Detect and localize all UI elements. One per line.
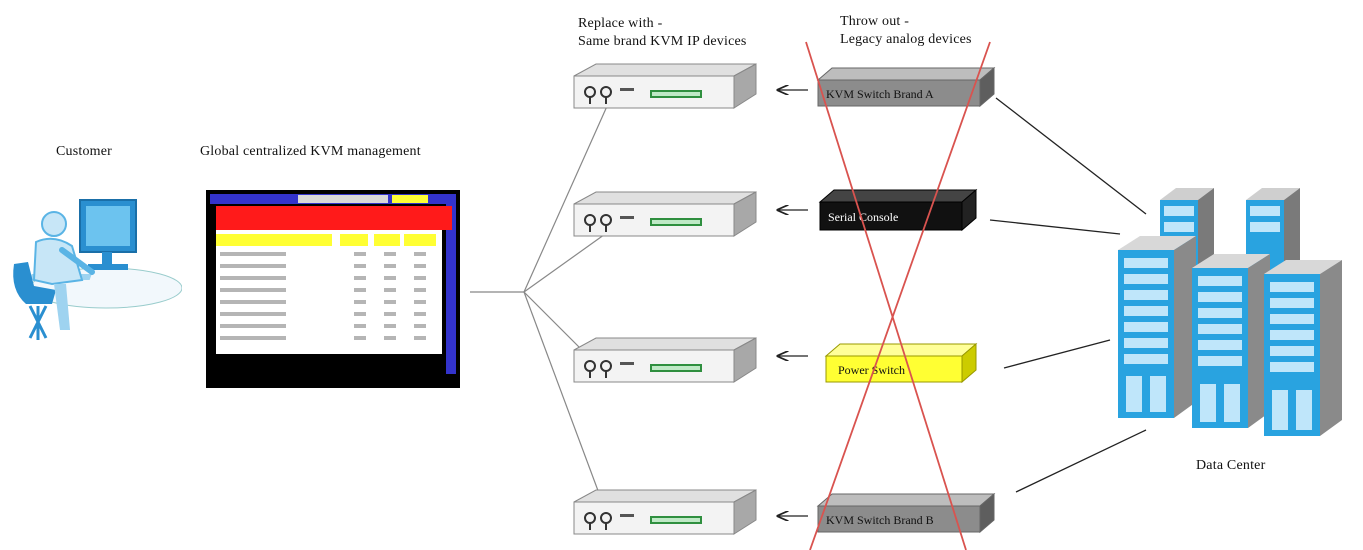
replace-label-line2: Same brand KVM IP devices xyxy=(578,34,747,49)
legacy-device-label: Serial Console xyxy=(828,210,898,224)
kvm-ip-device-icon xyxy=(573,489,757,535)
kvm-ip-device-icon xyxy=(573,191,757,237)
legacy-device-power-switch: Power Switch xyxy=(824,342,978,384)
management-console-screen xyxy=(206,190,460,388)
global-management-label: Global centralized KVM management xyxy=(200,144,421,159)
kvm-ip-device-icon xyxy=(573,337,757,383)
legacy-device-label: Power Switch xyxy=(838,363,905,377)
throw-out-label-line2: Legacy analog devices xyxy=(840,32,972,47)
legacy-device-serial-console: Serial Console xyxy=(818,188,978,232)
data-center-label: Data Center xyxy=(1196,458,1266,473)
server-rack-icon xyxy=(1118,188,1342,436)
kvm-ip-device-icon xyxy=(573,63,757,109)
customer-label: Customer xyxy=(56,144,113,159)
customer-workstation-icon xyxy=(13,199,182,340)
replace-label-line1: Replace with - xyxy=(578,16,663,31)
throw-out-label-line1: Throw out - xyxy=(840,14,910,29)
legacy-device-label: KVM Switch Brand B xyxy=(826,513,934,527)
legacy-device-kvm-switch-a: KVM Switch Brand A xyxy=(816,66,996,108)
legacy-device-label: KVM Switch Brand A xyxy=(826,87,934,101)
